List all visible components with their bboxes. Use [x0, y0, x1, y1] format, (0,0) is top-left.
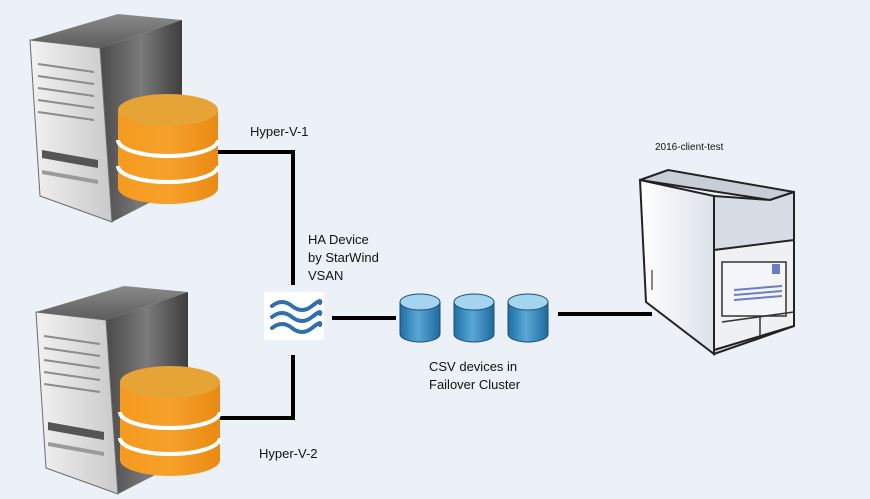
hyperv1-label: Hyper-V-1 [250, 124, 309, 139]
hyperv2-label: Hyper-V-2 [259, 446, 318, 461]
link-hyperv1-to-ha [218, 150, 295, 285]
connection-lines [218, 150, 652, 420]
csv-label-line2: Failover Cluster [429, 377, 521, 392]
cylinder-storage-icon [507, 293, 549, 343]
starwind-wave-icon [264, 292, 324, 340]
ha-device-label-line1: HA Device [308, 232, 369, 247]
cylinder-storage-icon [453, 293, 495, 343]
server-tower-icon [638, 168, 795, 357]
ha-device-label-line3: VSAN [308, 268, 344, 283]
link-hyperv2-to-ha [218, 355, 295, 420]
database-icon [118, 366, 222, 476]
server-hyperv2 [35, 286, 222, 495]
csv-devices [399, 293, 549, 343]
ha-device-label-line2: by StarWind [308, 250, 379, 265]
csv-label-line1: CSV devices in [429, 359, 518, 374]
client-label: 2016-client-test [655, 142, 724, 153]
database-icon [116, 94, 220, 204]
cylinder-storage-icon [399, 293, 441, 343]
server-hyperv1 [29, 14, 220, 223]
client-server [638, 168, 795, 357]
